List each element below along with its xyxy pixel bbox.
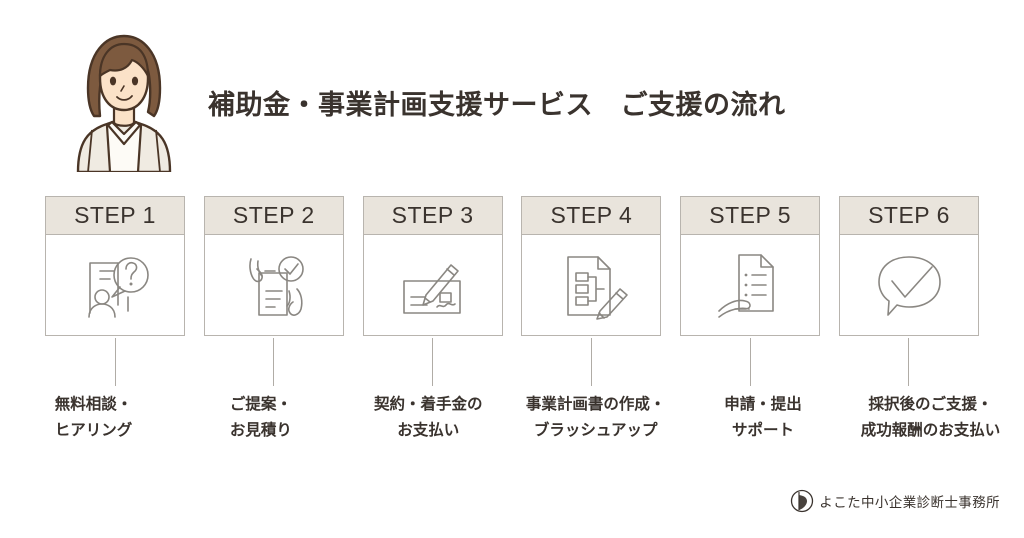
connector-cell-4 <box>521 338 661 386</box>
footer-logo: よこた中小企業診断士事務所 <box>790 489 1000 513</box>
pen-contract-signing-icon <box>364 235 502 336</box>
avatar <box>62 26 186 174</box>
hands-document-check-icon <box>205 235 343 336</box>
step-caption-3: 契約・着手金の お支払い <box>374 396 483 439</box>
page-title: 補助金・事業計画支援サービス ご支援の流れ <box>208 90 786 120</box>
captions-row: 無料相談・ ヒアリング ご提案・ お見積り 契約・着手金の お支払い 事業計画書… <box>10 392 1014 454</box>
connector-lines <box>45 338 979 386</box>
step-label-2: STEP 2 <box>204 197 343 235</box>
step-caption-4: 事業計画書の作成・ ブラッシュアップ <box>525 396 666 439</box>
connector-line-3 <box>432 338 434 386</box>
step-caption-5: 申請・提出 サポート <box>724 396 802 439</box>
step-card-1[interactable]: STEP 1 <box>45 196 185 336</box>
step-card-6[interactable]: STEP 6 <box>838 196 979 336</box>
header: 補助金・事業計画支援サービス ご支援の流れ <box>0 0 1024 186</box>
person-question-bubble-icon <box>46 235 184 336</box>
step-label-5: STEP 5 <box>681 197 820 235</box>
step-card-2[interactable]: STEP 2 <box>203 196 344 336</box>
hand-holding-document-icon <box>681 235 819 336</box>
step-label-3: STEP 3 <box>363 197 502 235</box>
step-caption-2: ご提案・ お見積り <box>229 396 292 439</box>
step-caption-1: 無料相談・ ヒアリング <box>54 396 133 439</box>
logo-text: よこた中小企業診断士事務所 <box>819 495 1000 510</box>
connector-cell-5 <box>680 338 820 386</box>
connector-line-4 <box>590 338 592 386</box>
connector-cell-3 <box>363 338 503 386</box>
step-card-3[interactable]: STEP 3 <box>362 196 503 336</box>
speech-bubble-check-icon <box>840 235 978 336</box>
step-label-1: STEP 1 <box>46 197 184 235</box>
connector-cell-1 <box>45 338 185 386</box>
step-card-4[interactable]: STEP 4 <box>521 196 662 336</box>
connector-line-6 <box>908 338 910 386</box>
connector-cell-6 <box>839 338 979 386</box>
circle-swoosh-logo-icon <box>790 489 814 513</box>
document-chart-pencil-icon <box>522 235 660 336</box>
connector-line-5 <box>749 338 751 386</box>
step-card-5[interactable]: STEP 5 <box>680 196 821 336</box>
steps-row: STEP 1 STEP 2 <box>45 196 979 338</box>
step-caption-6: 採択後のご支援・ 成功報酬のお支払い <box>860 396 1001 439</box>
connector-line-2 <box>273 338 275 386</box>
connector-cell-2 <box>204 338 344 386</box>
step-label-4: STEP 4 <box>522 197 661 235</box>
connector-line-1 <box>114 338 116 386</box>
step-label-6: STEP 6 <box>839 197 978 235</box>
